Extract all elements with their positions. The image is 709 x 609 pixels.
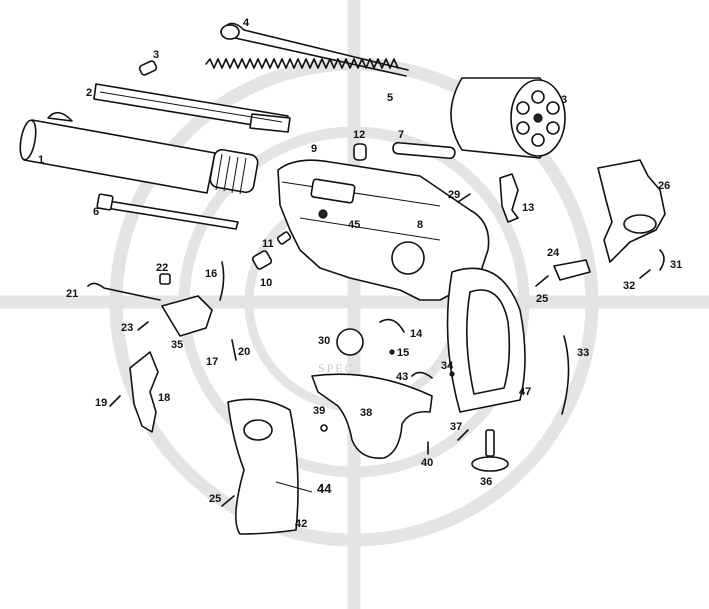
part-22-screw — [159, 273, 171, 285]
label-part-35: 35 — [171, 339, 183, 351]
part-44-leader — [275, 481, 313, 493]
label-part-25b: 25 — [209, 493, 221, 505]
label-part-26: 26 — [658, 180, 670, 192]
label-part-43: 43 — [396, 371, 408, 383]
part-10-plunger — [251, 250, 273, 270]
label-part-29: 29 — [448, 189, 460, 201]
label-part-37: 37 — [450, 421, 462, 433]
callout-labels: 1 2 3 4 5 3 6 9 12 7 8 29 13 11 10 22 16… — [38, 17, 682, 530]
part-12-pin — [353, 143, 367, 161]
part-26-hammer — [597, 159, 666, 263]
part-3-screw — [138, 60, 158, 76]
label-part-39: 39 — [313, 405, 325, 417]
part-21-trigger-guard-screw — [87, 282, 161, 301]
part-35-bolt — [161, 295, 213, 337]
part-7-pin — [392, 141, 456, 160]
label-part-8: 8 — [417, 219, 423, 231]
part-24-cap — [553, 259, 591, 281]
part-11-plunger — [276, 231, 292, 245]
label-part-10: 10 — [260, 277, 272, 289]
part-19-pin — [109, 395, 121, 407]
label-part-4: 4 — [243, 17, 250, 29]
label-part-33: 33 — [577, 347, 589, 359]
part-38-trigger-guard — [311, 373, 433, 459]
label-part-31: 31 — [670, 259, 682, 271]
label-part-21: 21 — [66, 288, 78, 300]
part-14-spring — [379, 318, 405, 333]
part-3-cylinder — [450, 77, 566, 159]
label-part-23: 23 — [121, 322, 133, 334]
part-39-screw — [320, 424, 328, 432]
part-2-ejector-rod-housing — [93, 83, 291, 133]
label-part-17: 17 — [206, 356, 218, 368]
label-part-32: 32 — [623, 280, 635, 292]
part-43-spring — [411, 371, 433, 379]
part-37-pin — [457, 429, 469, 441]
label-part-11: 11 — [262, 238, 274, 250]
part-18-trigger — [129, 351, 159, 433]
label-part-47: 47 — [519, 386, 531, 398]
part-30-disc — [336, 328, 364, 356]
part-42-grip — [227, 398, 299, 535]
label-part-5: 5 — [387, 92, 393, 104]
label-part-22: 22 — [156, 262, 168, 274]
label-part-25: 25 — [536, 293, 548, 305]
label-part-40: 40 — [421, 457, 433, 469]
svg-text:45: 45 — [348, 219, 360, 231]
part-36-lanyard-ring — [471, 429, 509, 472]
watermark-text: SPEC — [318, 361, 355, 375]
label-part-3: 3 — [153, 49, 159, 61]
part-47-grip-panel — [446, 267, 526, 413]
label-part-16: 16 — [205, 268, 217, 280]
label-part-3b: 3 — [561, 94, 567, 106]
label-part-42: 42 — [295, 518, 307, 530]
part-9-frame: 45 — [277, 159, 490, 301]
part-25-grip-screw — [221, 495, 235, 507]
label-part-18: 18 — [158, 392, 170, 404]
label-part-1: 1 — [38, 154, 44, 166]
label-part-19: 19 — [95, 397, 107, 409]
label-part-13: 13 — [522, 202, 534, 214]
label-part-44: 44 — [317, 481, 332, 496]
label-part-15: 15 — [397, 347, 409, 359]
part-34-pin — [449, 371, 455, 377]
label-part-9: 9 — [311, 143, 317, 155]
part-4-ejector-rod — [220, 22, 409, 77]
part-15-pin — [389, 349, 395, 355]
part-5-spring — [205, 58, 399, 69]
label-part-6: 6 — [93, 206, 99, 218]
part-16-spring — [219, 261, 225, 301]
label-part-24: 24 — [547, 247, 560, 259]
part-29-screw — [457, 193, 471, 203]
part-25-pin — [535, 275, 549, 287]
label-part-20: 20 — [238, 346, 250, 358]
label-part-36: 36 — [480, 476, 492, 488]
label-part-30: 30 — [318, 335, 330, 347]
part-1-barrel — [19, 111, 259, 195]
part-32-pin — [639, 269, 651, 279]
label-part-38: 38 — [360, 407, 372, 419]
part-20-spring — [231, 339, 237, 361]
part-23-pin — [137, 321, 149, 331]
label-part-14: 14 — [410, 328, 423, 340]
label-part-12: 12 — [353, 129, 365, 141]
label-part-2: 2 — [86, 87, 92, 99]
label-part-34: 34 — [441, 360, 454, 372]
part-6-base-pin — [96, 193, 239, 230]
part-31-spring — [659, 249, 665, 271]
label-part-7: 7 — [398, 129, 404, 141]
part-13-hand — [499, 173, 519, 223]
part-33-mainspring — [561, 335, 570, 415]
